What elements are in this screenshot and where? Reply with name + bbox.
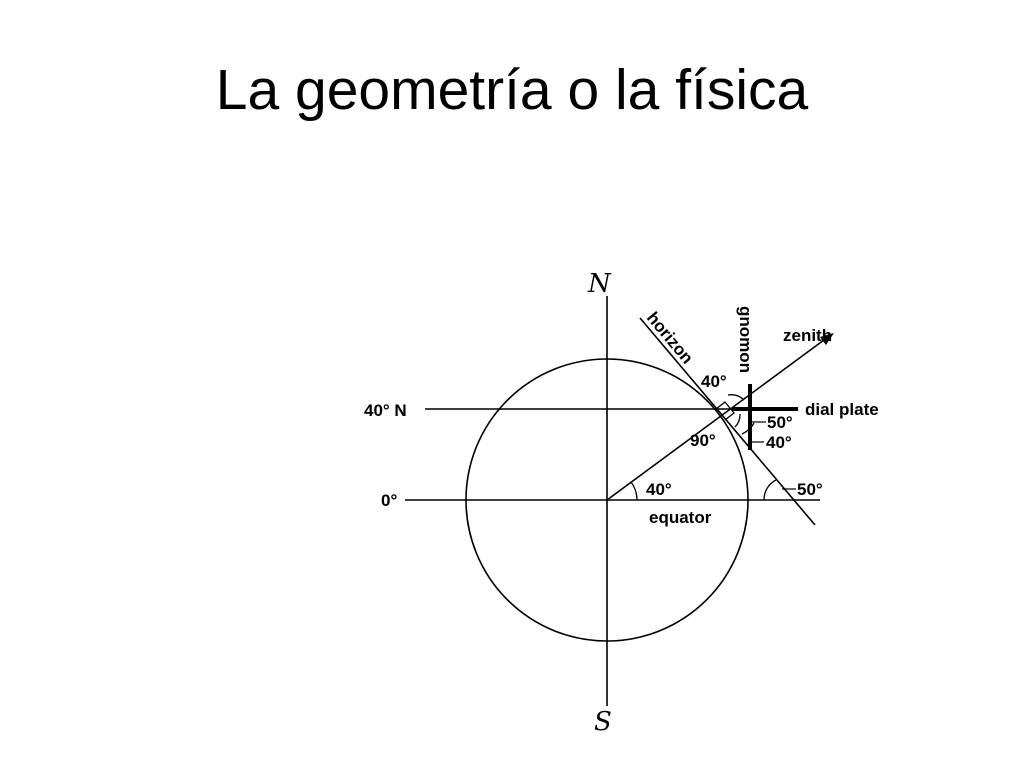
angle-right-3-label: 50°: [797, 480, 823, 499]
angle-arc-right-2: [741, 422, 755, 435]
angle-90-label: 90°: [690, 431, 716, 450]
angle-top-label: 40°: [701, 372, 727, 391]
angle-arc-right-1: [734, 413, 741, 428]
equator-label: equator: [649, 508, 712, 527]
gnomon-label: gnomon: [736, 306, 755, 373]
horizon-label: horizon: [643, 308, 697, 367]
slide-title: La geometría o la física: [215, 58, 809, 122]
dial-plate-label: dial plate: [805, 400, 879, 419]
zenith-arrowhead: [820, 333, 834, 345]
north-pole-label: N: [587, 269, 612, 299]
zenith-ray: [606, 336, 829, 501]
angle-arc-top: [727, 394, 745, 401]
latitude-40-label: 40° N: [364, 401, 407, 420]
angle-arc-right-3: [763, 479, 777, 501]
angle-arc-center: [630, 481, 638, 501]
horizon-line: [639, 317, 816, 526]
angle-right-2-label: 40°: [766, 433, 792, 452]
south-pole-label: S: [594, 707, 612, 737]
latitude-0-label: 0°: [381, 491, 397, 510]
angle-center-label: 40°: [646, 480, 672, 499]
zenith-label: zenith: [783, 326, 832, 345]
angle-right-1-label: 50°: [767, 413, 793, 432]
right-angle-marker: [715, 401, 735, 421]
